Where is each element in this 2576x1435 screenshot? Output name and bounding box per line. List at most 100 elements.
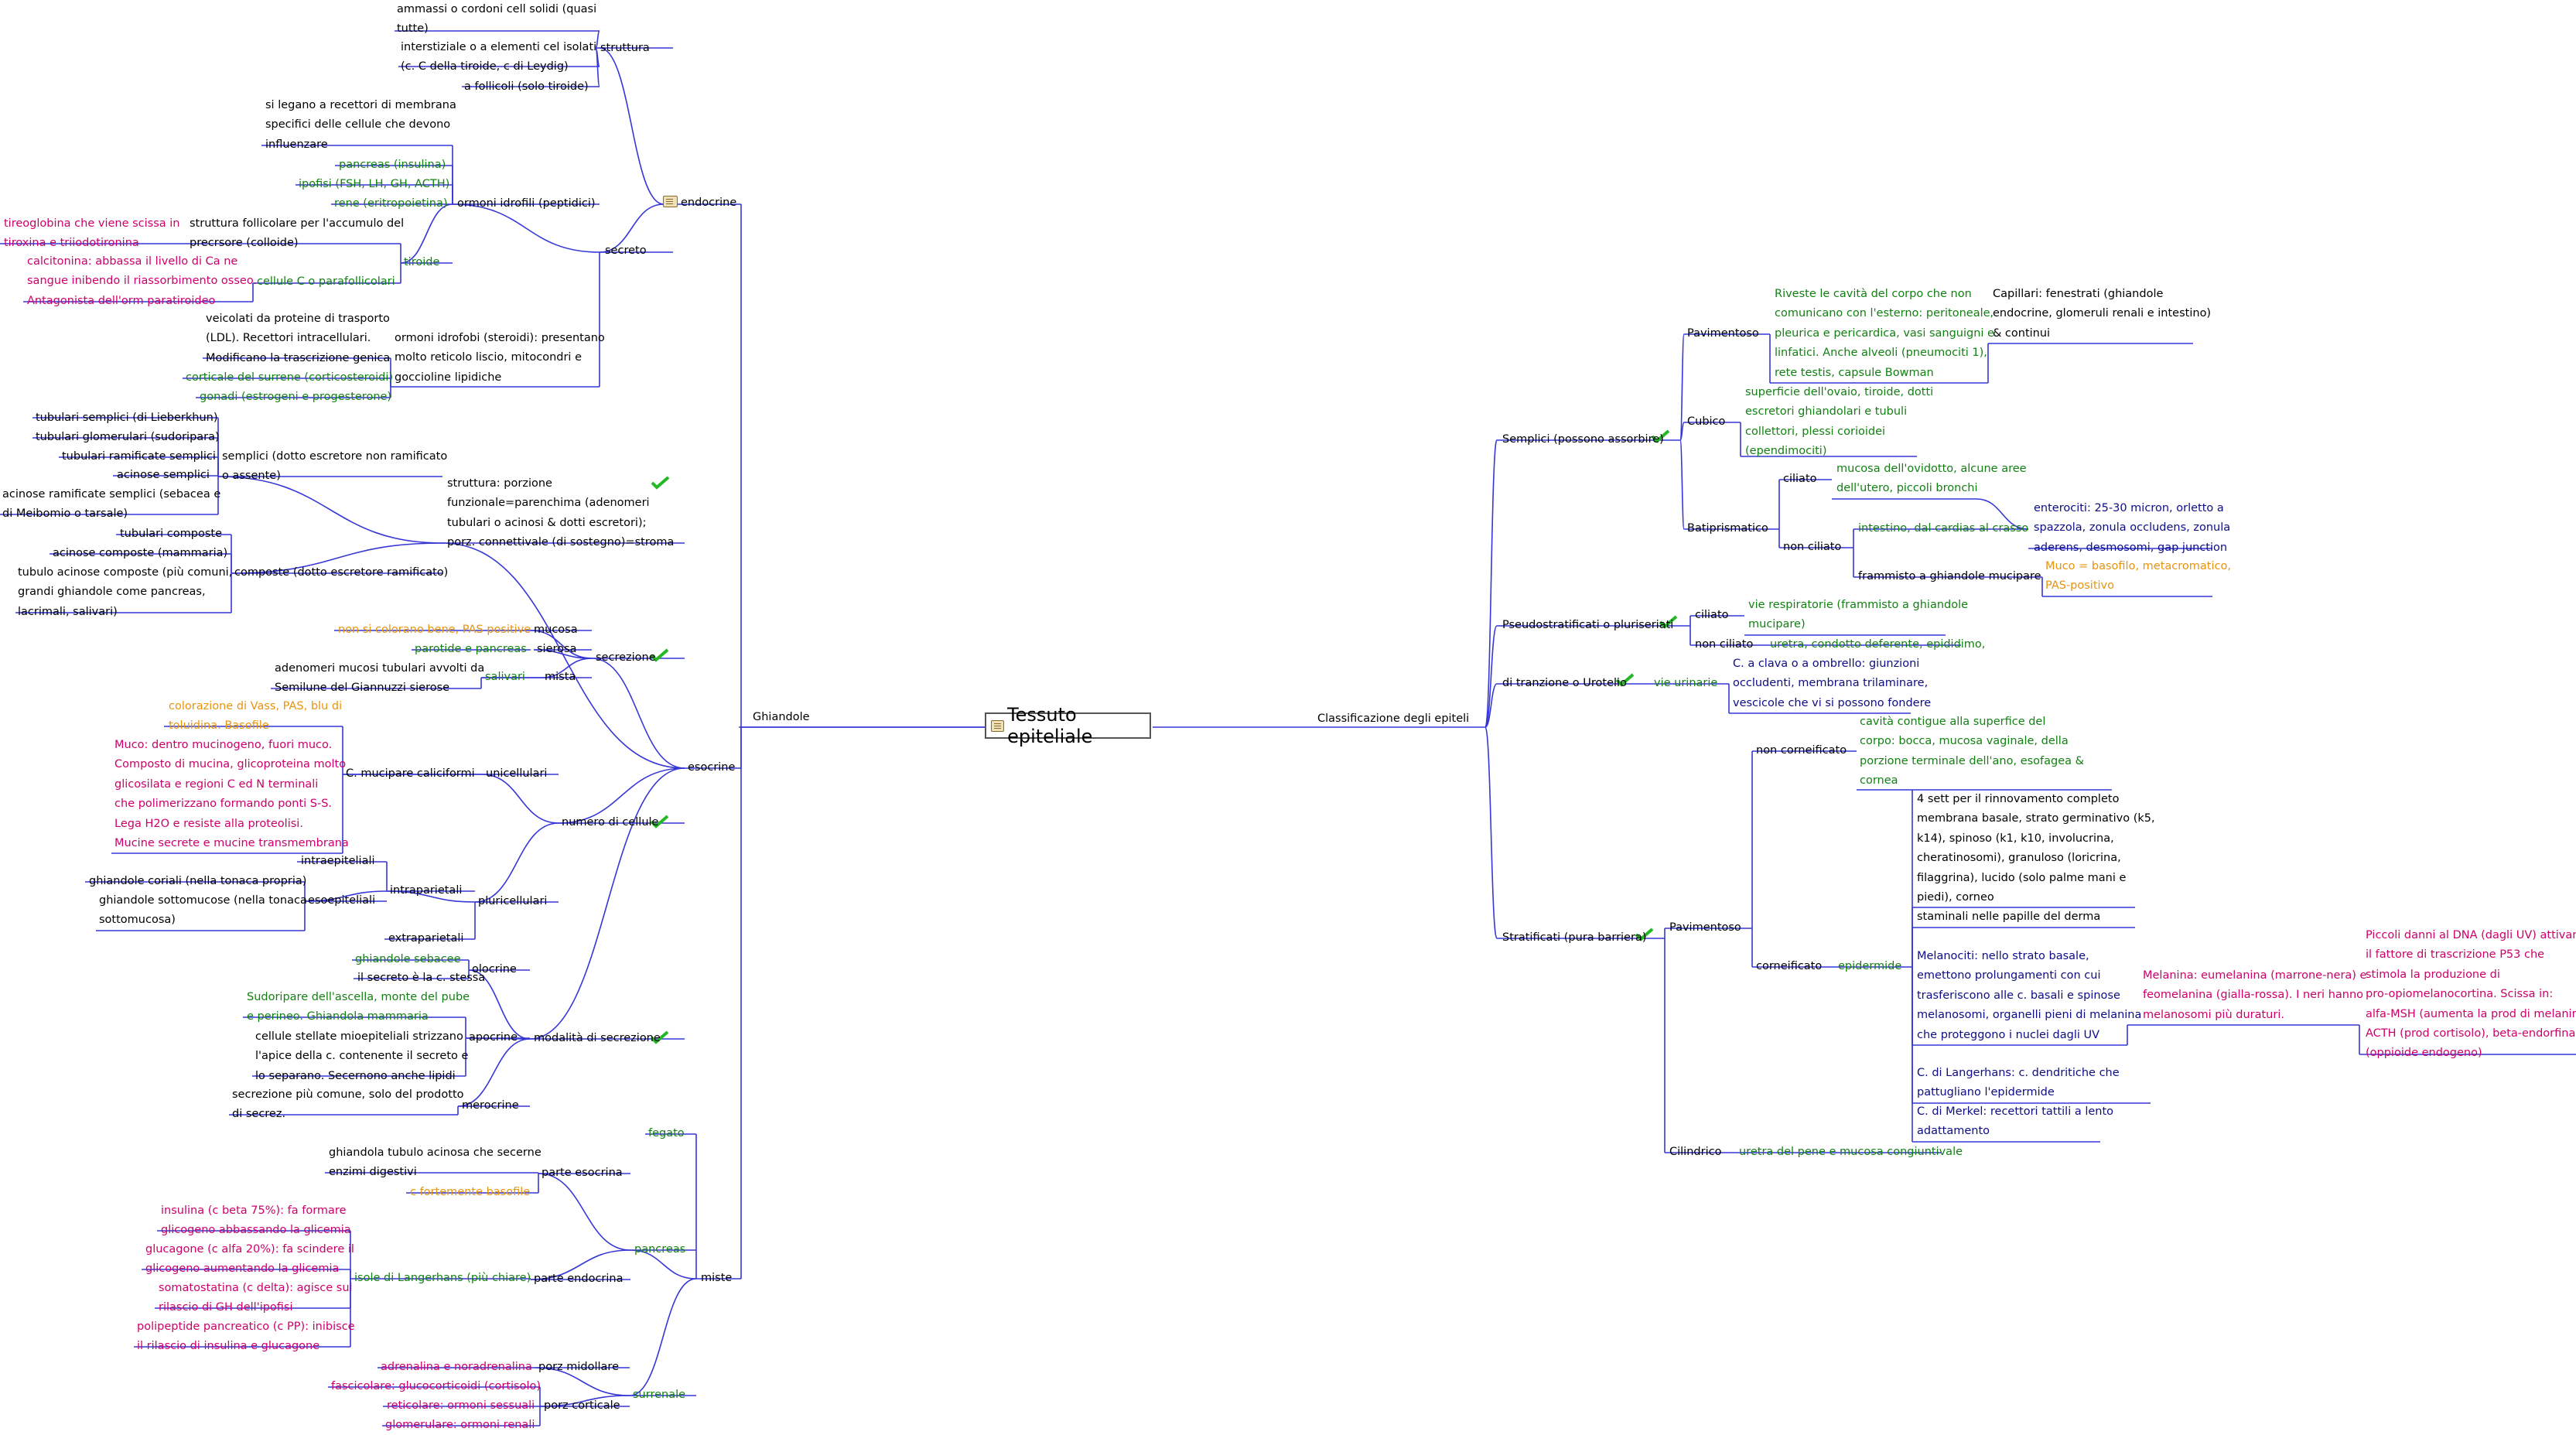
right-cilindrico-label: Cilindrico — [1669, 1146, 1722, 1158]
connector-line — [457, 1038, 531, 1107]
check-icon — [1651, 429, 1670, 443]
left-secrezione-label: secrezione — [596, 651, 656, 664]
right-cubico-note-line-4-label: (ependimociti) — [1745, 445, 1827, 458]
left-merocrine-label: merocrine — [462, 1099, 519, 1112]
right-merkel-line-1-label: C. di Merkel: recettori tattili a lento — [1917, 1105, 2114, 1118]
right-ciliato-note-line-2-label: dell'utero, piccoli bronchi — [1836, 482, 1978, 495]
connector-line — [529, 767, 685, 1040]
left-olocrine-label: olocrine — [472, 963, 517, 975]
check-icon — [651, 476, 670, 490]
left-str-interstiziale-line-1-label: interstiziale o a elementi cel isolati — [401, 41, 597, 53]
left-si-legano-line-2-label: specifici delle cellule che devono — [265, 118, 451, 132]
left-somatostatina-line-2-label: rilascio di GH dell'ipofisi — [159, 1301, 293, 1314]
right-rinnovamento-line-6-label: piedi), corneo — [1917, 891, 1994, 904]
left-adenomeri-mucosi-line-2-label: Semilune del Giannuzzi sierose — [275, 682, 450, 695]
left-muco-line-1-label: Muco: dentro mucinogeno, fuori muco. — [114, 739, 333, 751]
left-ghiandole-sebacee-label: ghiandole sebacee — [355, 953, 461, 965]
right-c-clava-line-1-label: C. a clava o a ombrello: giunzioni — [1733, 658, 1920, 670]
left-glucagone-line-2-label: glicogeno aumentando la glicemia — [145, 1262, 340, 1276]
left-tubulari-glomerulari-label: tubulari glomerulari (sudoripara) — [36, 431, 220, 443]
right-non-corneificato-label: non corneificato — [1756, 744, 1847, 757]
right-piccoli-danni-line-2-label: il fattore di trascrizione P53 che — [2366, 948, 2545, 962]
right-capillari-line-2-label: endocrine, glomeruli renali e intestino) — [1993, 307, 2212, 320]
right-pavimentoso-label: Pavimentoso — [1687, 327, 1759, 340]
left-glucagone-line-1-label: glucagone (c alfa 20%): fa scindere il — [145, 1243, 354, 1256]
right-melanina-line-1-label: Melanina: eumelanina (marrone-nera) e — [2143, 969, 2367, 982]
left-ghiandole-coriali-label: ghiandole coriali (nella tonaca propria) — [89, 875, 307, 887]
right-melanociti-line-4-label: melanosomi, organelli pieni di melanina — [1917, 1009, 2142, 1022]
right-enterociti-line-3-label: aderens, desmosomi, gap junction — [2034, 541, 2228, 554]
left-sierosa-label: sierosa — [537, 643, 577, 655]
check-icon — [650, 815, 669, 829]
left-fegato-label: fegato — [648, 1127, 685, 1139]
left-veicolati-line-3-label: Modificano la trascrizione genica — [206, 351, 391, 364]
connector-line — [591, 658, 685, 769]
left-intraepiteliali-label: intraepiteliali — [301, 855, 375, 867]
right-melanociti-line-2-label: emettono prolungamenti con cui — [1917, 969, 2101, 982]
left-tubulari-semplici-label: tubulari semplici (di Lieberkhun) — [36, 412, 218, 424]
left-cellule-stellate-line-3-label: lo separano. Secernono anche lipidi — [255, 1069, 456, 1082]
left-intraparietali-label: intraparietali — [390, 884, 463, 897]
right-rinnovamento-line-3-label: k14), spinoso (k1, k10, involucrina, — [1917, 832, 2114, 845]
left-struttura-label: struttura — [600, 42, 650, 54]
right-vie-respiratorie-line-2-label: mucipare) — [1748, 618, 1806, 631]
check-icon — [650, 648, 669, 662]
left-polipeptide-line-2-label: il rilascio di insulina e glucagone — [137, 1340, 320, 1353]
right-riveste-line-3-label: pleurica e pericardica, vasi sanguigni e — [1775, 326, 1994, 340]
right-staminali-label: staminali nelle papille del derma — [1917, 911, 2101, 923]
left-secreto-cellula-label: il secreto è la c. stessa — [357, 972, 486, 984]
right-epidermide-label: epidermide — [1838, 960, 1902, 972]
left-mucosa-note-label: non si colorano bene, PAS positive — [338, 624, 531, 636]
connector-line — [1484, 625, 1498, 728]
left-cellule-stellate-line-1-label: cellule stellate mioepiteliali strizzano — [255, 1030, 463, 1043]
right-langerhans-line-1-label: C. di Langerhans: c. dendritiche che — [1917, 1067, 2120, 1079]
left-parte-endocrina-label: parte endocrina — [534, 1273, 624, 1285]
right-muco-basofilo-line-2-label: PAS-positivo — [2045, 579, 2114, 593]
left-modalita-label: modalità di secrezione — [534, 1032, 661, 1044]
right-melanociti-line-3-label: trasferiscono alle c. basali e spinose — [1917, 989, 2120, 1002]
right-pseudo-non-ciliato-label: non ciliato — [1695, 638, 1754, 651]
right-pseudo-ciliato-label: ciliato — [1695, 609, 1729, 621]
connector-line — [530, 630, 593, 659]
connector-line — [474, 822, 559, 903]
connector-line — [1679, 422, 1685, 441]
right-melanociti-line-1-label: Melanociti: nello strato basale, — [1917, 950, 2089, 962]
left-corticale-label: corticale del surrene (corticosteroidi) — [186, 371, 394, 384]
connector-line — [452, 203, 600, 253]
check-icon — [1659, 615, 1678, 629]
left-insulina-line-2-label: glicogeno abbassando la glicemia — [161, 1224, 351, 1237]
connector-line — [468, 969, 531, 1040]
connector-line — [217, 476, 443, 544]
right-riveste-line-4-label: linfatici. Anche alveoli (pneumociti 1), — [1775, 347, 1987, 360]
left-acinose-composte-label: acinose composte (mammaria) — [53, 547, 228, 559]
right-ciliato-note-line-1-label: mucosa dell'ovidotto, alcune aree — [1836, 463, 2027, 475]
left-struttura-porzione-line-4-label: porz. connettivale (di sostegno)=stroma — [447, 536, 675, 549]
left-secreto-label: secreto — [605, 244, 647, 257]
left-tubulo-acinose-line-3-label: lacrimali, salivari) — [18, 605, 118, 618]
right-non-ciliato-label: non ciliato — [1783, 541, 1842, 553]
right-cilindrico-note-label: uretra del pene e mucosa congiuntivale — [1739, 1146, 1963, 1158]
right-frammisto-label: frammisto a ghiandole mucipare — [1858, 570, 2041, 583]
connector-line — [595, 47, 600, 87]
right-capillari-line-3-label: & continui — [1993, 326, 2051, 340]
left-rene-label: rene (eritropoietina) — [334, 197, 448, 210]
right-langerhans-line-2-label: pattugliano l'epidermide — [1917, 1086, 2055, 1099]
left-ormoni-idrofobi-line-3-label: goccioline lipidiche — [395, 371, 502, 384]
right-cavita-contigue-line-4-label: cornea — [1860, 774, 1898, 788]
right-capillari-line-1-label: Capillari: fenestrati (ghiandole — [1993, 288, 2164, 300]
connector-line — [1484, 683, 1498, 728]
left-tubulari-composte-label: tubulari composte — [120, 528, 222, 540]
check-icon — [1635, 928, 1654, 941]
left-mucosa-label: mucosa — [534, 624, 578, 636]
left-ghiandola-tubulo-line-1-label: ghiandola tubulo acinosa che secerne — [329, 1146, 542, 1159]
right-ciliato-label: ciliato — [1783, 473, 1817, 485]
left-extraparietali-label: extraparietali — [388, 932, 464, 945]
left-sierosa-note-label: parotide e pancreas — [415, 643, 527, 655]
left-tubulo-acinose-line-2-label: grandi ghiandole come pancreas, — [18, 586, 206, 599]
check-icon — [1615, 673, 1635, 687]
central-topic[interactable]: Tessuto epiteliale — [985, 704, 1151, 747]
left-glomerulare-label: glomerulare: ormoni renali — [385, 1419, 535, 1431]
left-veicolati-line-1-label: veicolati da proteine di trasporto — [206, 313, 390, 325]
left-veicolati-line-2-label: (LDL). Recettori intracellulari. — [206, 332, 371, 345]
